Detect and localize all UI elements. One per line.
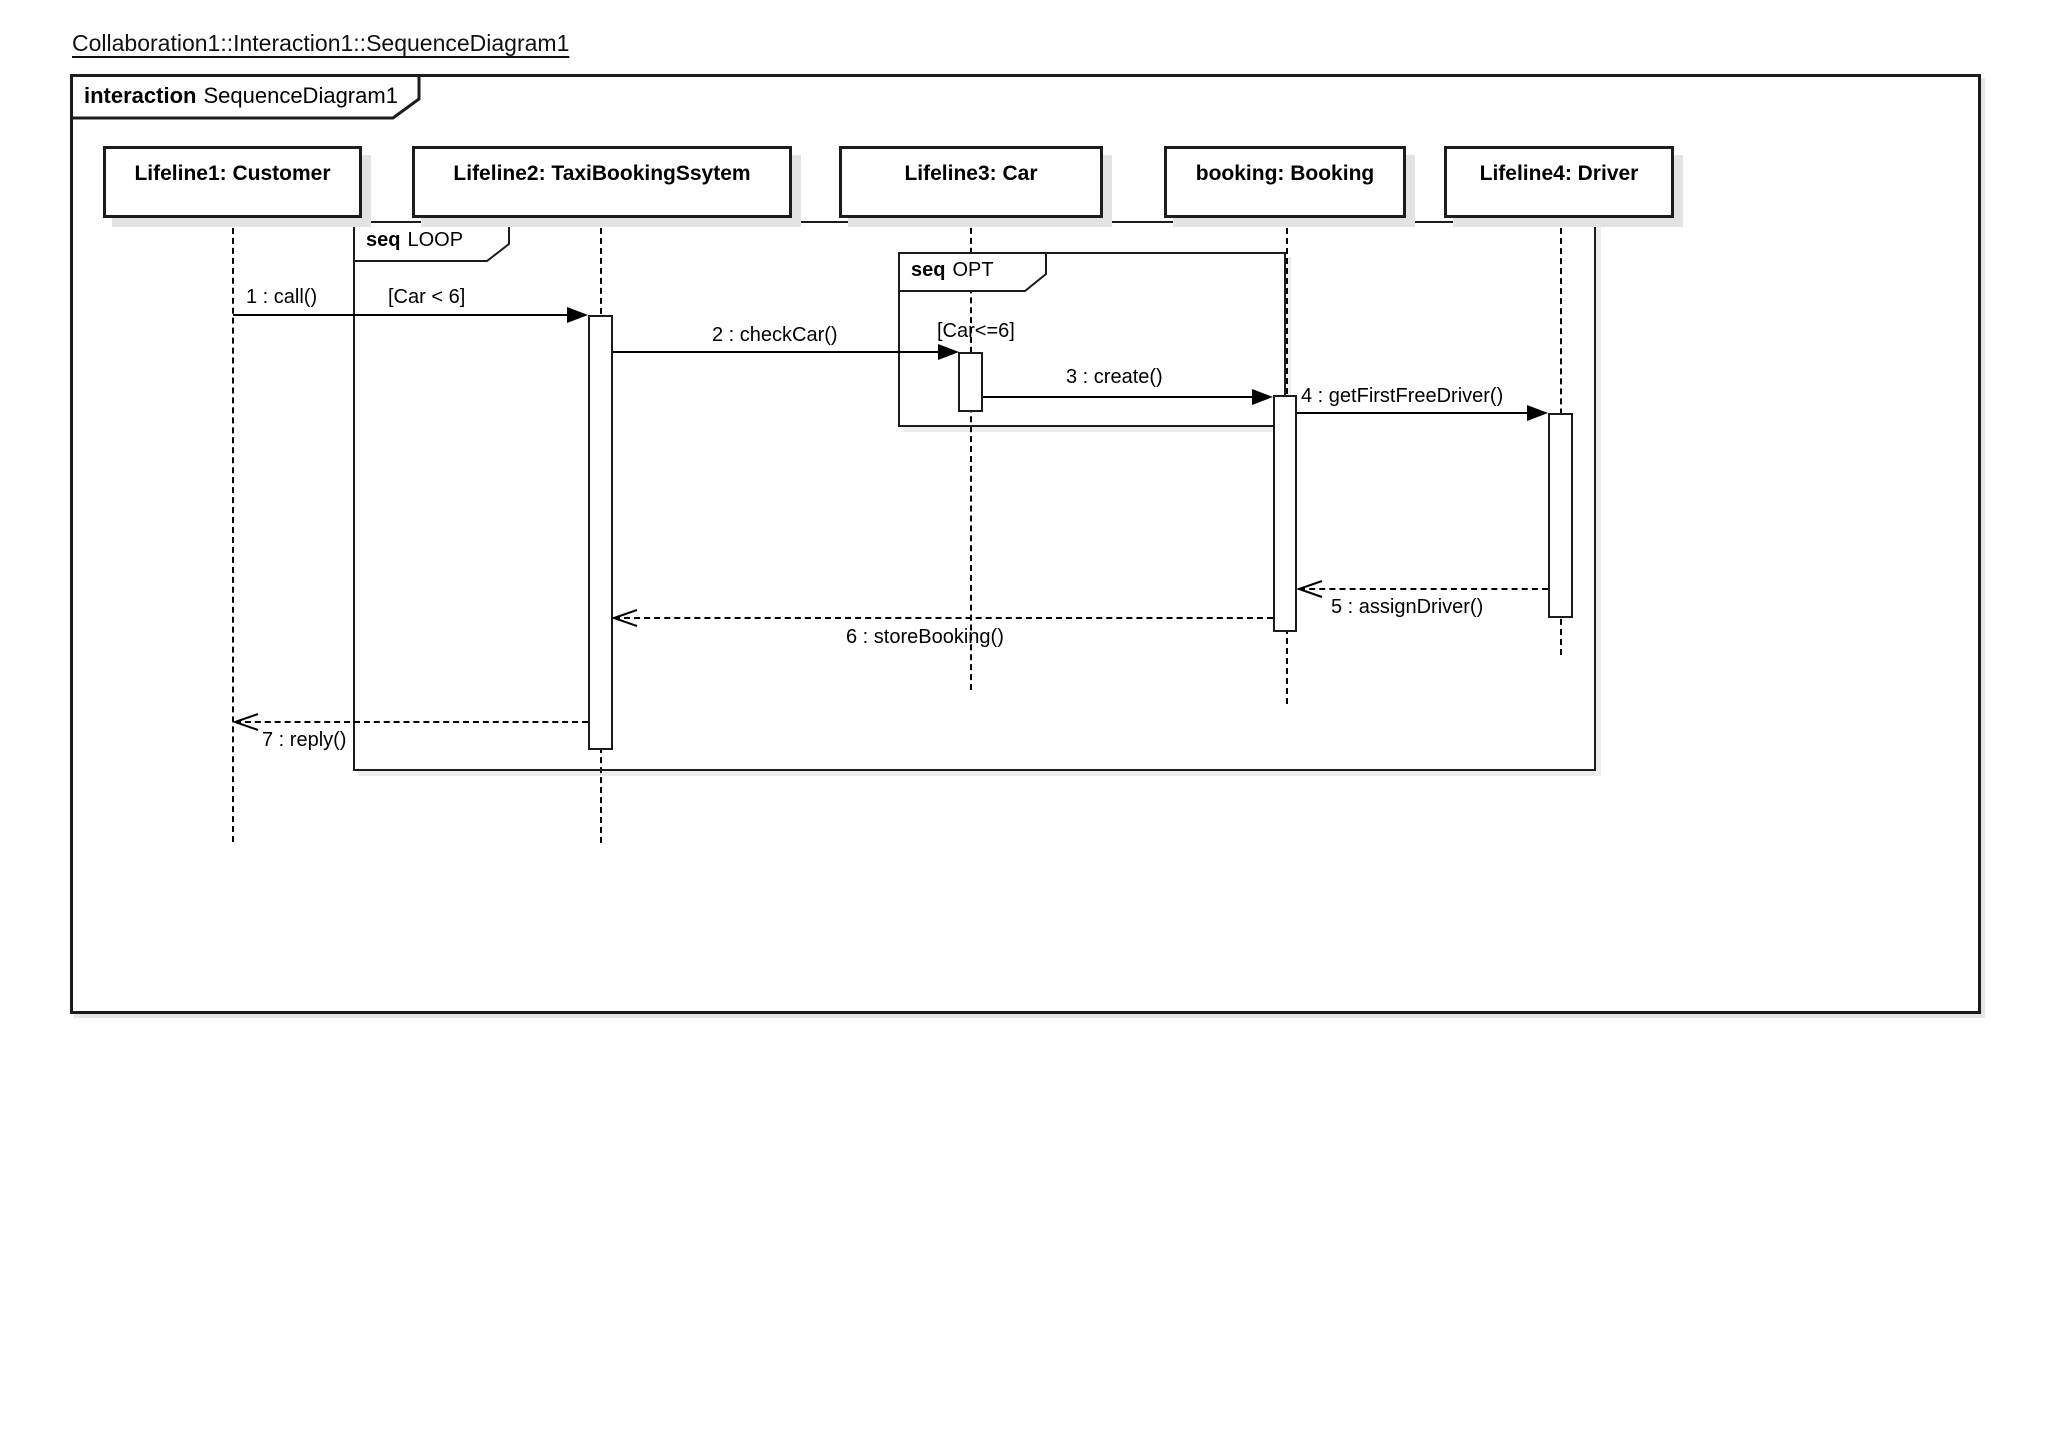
lifeline-head-driver: Lifeline4: Driver [1444,146,1674,218]
message-3-arrowhead-icon [1252,389,1273,405]
activation-driver [1548,413,1573,618]
message-3-line [983,396,1253,398]
opt-fragment [898,252,1286,427]
lifeline-head-customer: Lifeline1: Customer [103,146,362,218]
message-2-label: 2 : checkCar() [712,324,838,346]
message-5-open-arrowhead-icon [1297,580,1323,598]
interaction-tab-shape [70,74,421,120]
interaction-name: SequenceDiagram1 [203,83,398,108]
lifeline-customer-line [232,218,234,842]
loop-fragment [353,221,1596,771]
message-1-arrowhead-icon [567,307,588,323]
message-4-arrowhead-icon [1527,405,1548,421]
lifeline-head-booking: booking: Booking [1164,146,1406,218]
message-1-label: 1 : call() [246,286,318,308]
interaction-tab-label: interaction SequenceDiagram1 [84,76,398,116]
activation-booking [1273,395,1297,632]
message-4-label: 4 : getFirstFreeDriver() [1301,385,1504,407]
message-5-line [1299,588,1548,590]
activation-taxibookingsystem [588,315,613,750]
loop-guard: [Car < 6] [388,286,466,308]
message-1-line [233,314,569,316]
message-7-line [235,721,588,723]
interaction-frame [70,74,1981,1014]
lifeline-head-car: Lifeline3: Car [839,146,1103,218]
message-6-open-arrowhead-icon [612,609,638,627]
lifeline-car-line [970,218,972,690]
message-2-arrowhead-icon [938,344,959,360]
diagram-title: Collaboration1::Interaction1::SequenceDi… [72,30,570,56]
interaction-keyword: interaction [84,83,197,108]
message-2-line [613,351,940,353]
loop-name: LOOP [407,228,464,251]
loop-tab-label: seq LOOP [366,222,463,258]
opt-guard: [Car<=6] [937,320,1015,342]
message-3-label: 3 : create() [1066,366,1163,388]
message-4-line [1297,412,1528,414]
opt-tab-label: seq OPT [911,253,994,288]
opt-name: OPT [952,259,994,281]
lifeline-head-taxibookingsystem: Lifeline2: TaxiBookingSsytem [412,146,792,218]
activation-car [958,352,983,412]
opt-tab-shape [898,252,1047,292]
message-5-label: 5 : assignDriver() [1331,596,1484,618]
loop-keyword: seq [366,228,401,251]
message-6-line [614,617,1273,619]
opt-keyword: seq [911,259,946,281]
message-7-open-arrowhead-icon [233,713,259,731]
message-6-label: 6 : storeBooking() [846,626,1004,648]
loop-tab-shape [353,221,510,262]
message-7-label: 7 : reply() [262,729,347,751]
